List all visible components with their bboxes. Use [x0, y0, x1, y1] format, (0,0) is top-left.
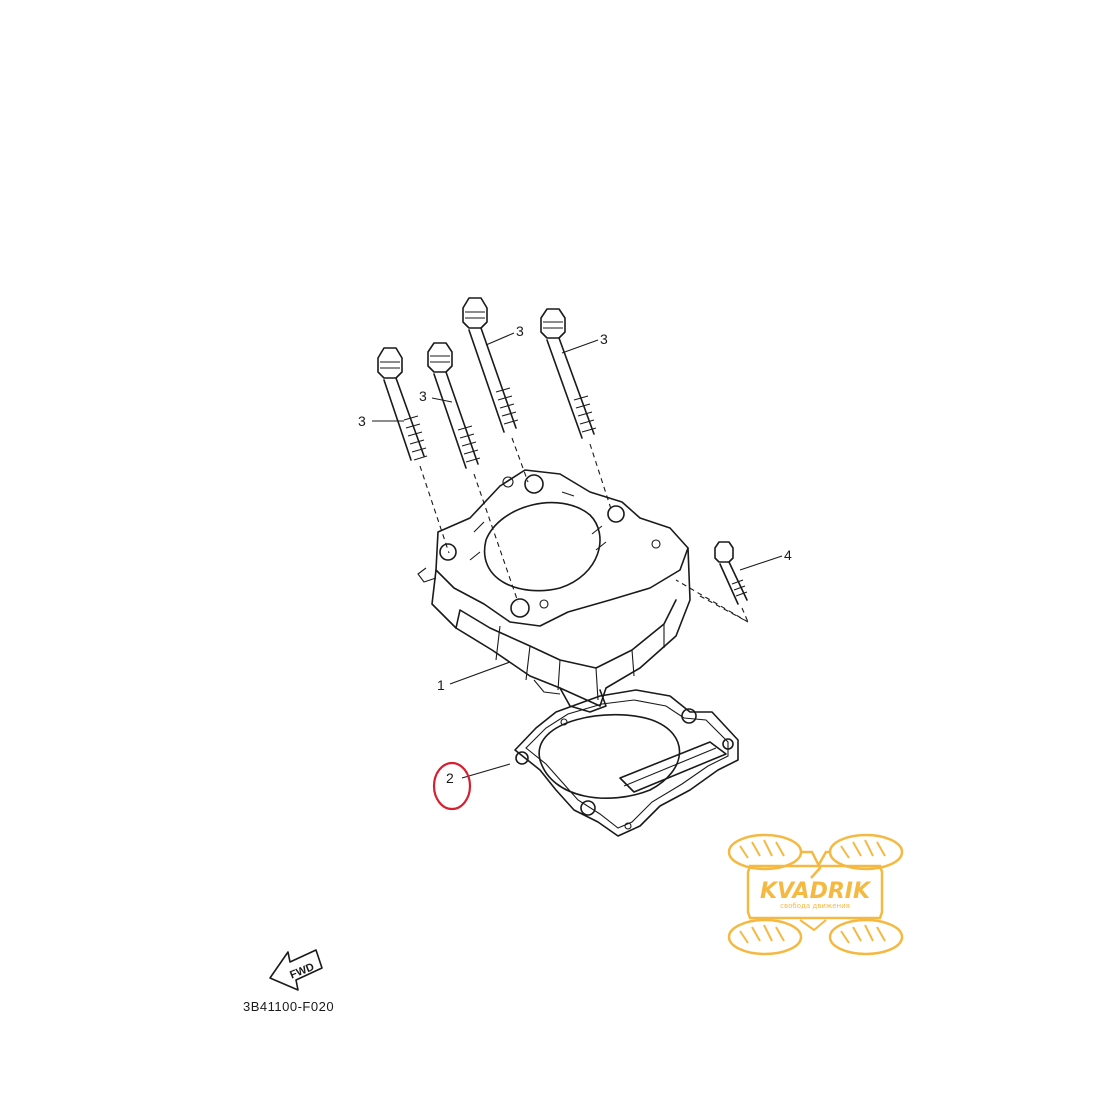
- callout-bolt-small: 4: [739, 547, 792, 571]
- callout-number: 1: [437, 677, 445, 693]
- diagram-code: 3B41100-F020: [243, 999, 334, 1014]
- kvadrik-logo: KVADRIK свобода движения: [727, 833, 904, 956]
- bolt-1: [377, 347, 450, 554]
- cylinder-block: [417, 469, 691, 713]
- callout-number: 3: [600, 331, 608, 347]
- callout-bolt-b: 3: [419, 388, 453, 404]
- fwd-label: FWD: [288, 961, 316, 982]
- bolt-2: [427, 342, 519, 603]
- highlight-circle: [432, 761, 472, 811]
- callout-bolt-d: 3: [561, 331, 608, 354]
- callout-number: 4: [784, 547, 792, 563]
- callout-cylinder: 1: [437, 661, 511, 693]
- callout-gasket: 2: [432, 761, 511, 811]
- bolt-4: [540, 308, 613, 513]
- callout-number: 3: [419, 388, 427, 404]
- callout-number: 3: [358, 413, 366, 429]
- logo-tagline: свобода движения: [780, 902, 850, 910]
- callout-bolt-c: 3: [485, 323, 524, 346]
- base-gasket: [514, 689, 739, 837]
- fwd-arrow-icon: FWD: [269, 949, 323, 991]
- callout-number: 2: [446, 770, 454, 786]
- callout-number: 3: [516, 323, 524, 339]
- bolt-small: [675, 541, 749, 623]
- callout-bolt-a: 3: [358, 413, 404, 429]
- logo-name: KVADRIK: [760, 879, 872, 904]
